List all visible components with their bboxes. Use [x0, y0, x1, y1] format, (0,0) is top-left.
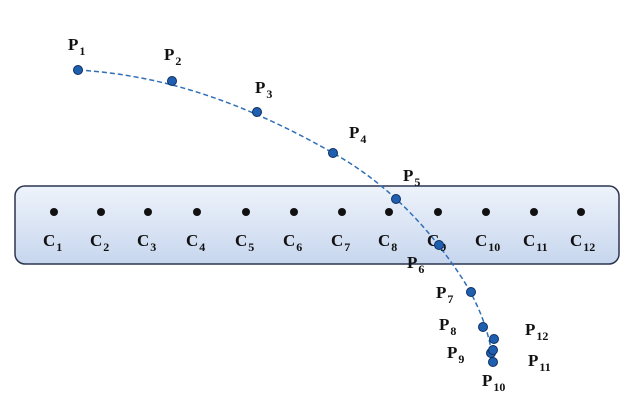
point-label-10: P10 — [482, 371, 505, 394]
channel-dot-5 — [242, 208, 250, 216]
channel-label-5: C5 — [235, 231, 254, 254]
channels-layer: C1C2C3C4C5C6C7C8C9C10C11C12 — [43, 208, 595, 254]
channel-dot-10 — [482, 208, 490, 216]
point-label-8: P8 — [439, 315, 456, 338]
point-marker-7 — [466, 287, 476, 297]
point-label-11: P11 — [528, 351, 551, 374]
point-marker-2 — [167, 76, 177, 86]
point-marker-1 — [73, 65, 83, 75]
point-marker-8 — [478, 322, 488, 332]
trajectory-path — [77, 69, 494, 363]
channel-dot-8 — [385, 208, 393, 216]
channel-label-2: C2 — [90, 231, 109, 254]
channel-label-7: C7 — [331, 231, 350, 254]
point-label-2: P2 — [164, 45, 181, 68]
point-label-6: P6 — [407, 253, 424, 276]
point-marker-11 — [488, 345, 498, 355]
channel-label-10: C10 — [475, 231, 500, 254]
point-marker-4 — [328, 148, 338, 158]
channel-label-1: C1 — [43, 231, 62, 254]
point-marker-12 — [489, 334, 499, 344]
point-label-1: P1 — [68, 35, 85, 58]
channel-label-12: C12 — [570, 231, 595, 254]
point-marker-5 — [391, 194, 401, 204]
point-label-9: P9 — [447, 343, 464, 366]
channel-label-11: C11 — [523, 231, 548, 254]
point-label-12: P12 — [525, 320, 548, 343]
point-label-3: P3 — [255, 78, 272, 101]
channel-dot-2 — [97, 208, 105, 216]
point-label-7: P7 — [436, 283, 453, 306]
point-marker-3 — [252, 107, 262, 117]
channel-label-6: C6 — [283, 231, 302, 254]
channel-dot-12 — [577, 208, 585, 216]
channel-dot-1 — [50, 208, 58, 216]
channel-label-4: C4 — [186, 231, 205, 254]
point-label-5: P5 — [403, 166, 420, 189]
channel-label-8: C8 — [378, 231, 397, 254]
point-label-4: P4 — [349, 123, 366, 146]
channel-dot-11 — [530, 208, 538, 216]
channel-label-3: C3 — [137, 231, 156, 254]
channel-dot-6 — [290, 208, 298, 216]
point-marker-6 — [434, 240, 444, 250]
point-marker-10 — [488, 357, 498, 367]
channel-dot-4 — [193, 208, 201, 216]
channel-bar — [14, 185, 620, 265]
channel-dot-3 — [144, 208, 152, 216]
channel-dot-9 — [434, 208, 442, 216]
channel-dot-7 — [338, 208, 346, 216]
